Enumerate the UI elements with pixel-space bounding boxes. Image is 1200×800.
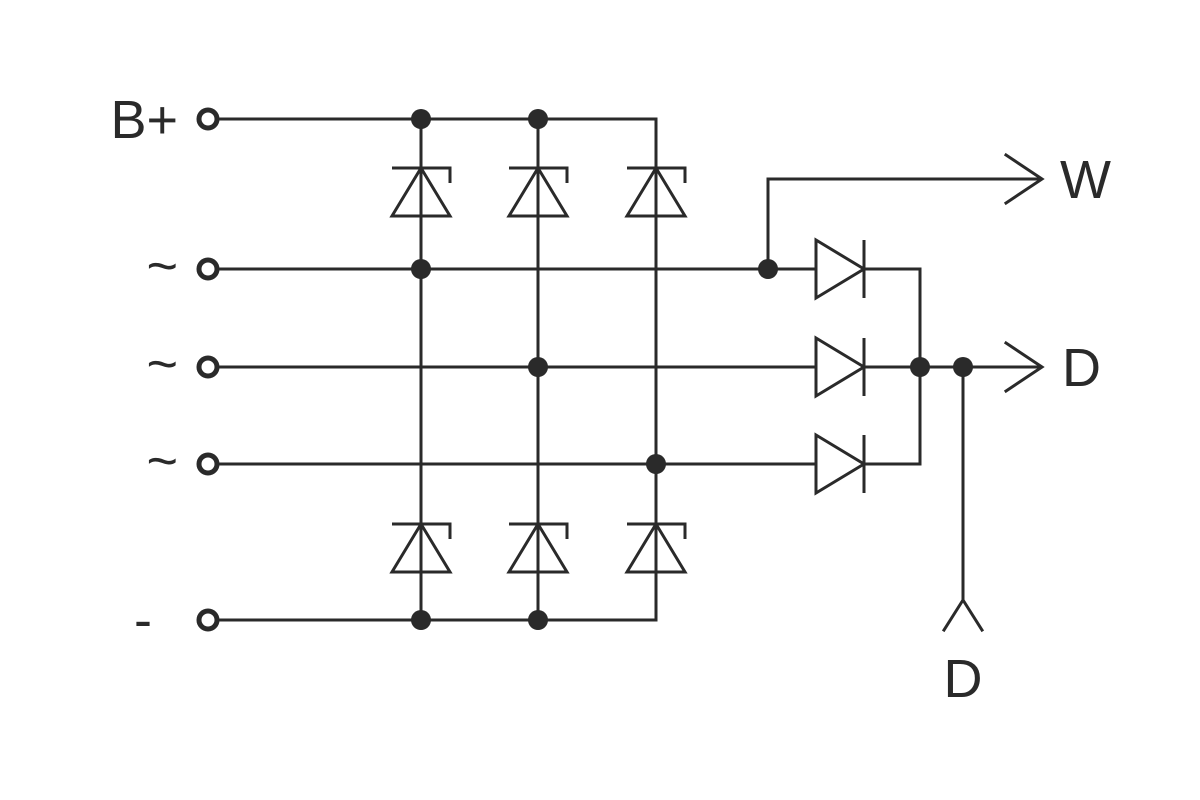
label-w: W — [1060, 150, 1111, 210]
lower-diodes — [389, 521, 688, 574]
terminal-bplus — [196, 107, 220, 131]
junction-dot — [528, 610, 548, 630]
upper-diodes — [389, 165, 688, 218]
label-phase-1: ~ — [146, 236, 178, 296]
label-bplus: B+ — [110, 90, 178, 150]
junction-dot — [411, 610, 431, 630]
w-tap-line — [766, 177, 1042, 271]
junction-dot — [910, 357, 930, 377]
labels: B+ ~ ~ ~ - W D D — [110, 90, 1111, 709]
label-phase-3: ~ — [146, 431, 178, 491]
label-d-bottom: D — [944, 649, 983, 709]
exciter-diode-2 — [814, 335, 867, 399]
terminals — [196, 107, 220, 632]
junction-dot — [528, 357, 548, 377]
terminal-phase-3 — [196, 452, 220, 476]
label-minus: - — [134, 590, 152, 650]
zener-diode-lower-1 — [389, 521, 453, 574]
terminal-minus — [196, 608, 220, 632]
arrows — [941, 152, 1045, 633]
zener-diode-lower-3 — [624, 521, 688, 574]
exciter-diode-1 — [814, 237, 867, 301]
junction-dot — [411, 109, 431, 129]
w-arrow-icon — [1003, 152, 1045, 206]
label-d-right: D — [1062, 338, 1101, 398]
zener-diode-upper-1 — [389, 165, 453, 218]
junction-dot — [758, 259, 778, 279]
junction-dot — [646, 454, 666, 474]
wires — [206, 117, 1042, 622]
label-phase-2: ~ — [146, 334, 178, 394]
exciter-diode-3 — [814, 432, 867, 496]
zener-diode-lower-2 — [506, 521, 570, 574]
zener-diode-upper-2 — [506, 165, 570, 218]
junction-nodes — [411, 109, 973, 630]
junction-dot — [953, 357, 973, 377]
terminal-phase-1 — [196, 257, 220, 281]
exciter-diodes — [814, 237, 867, 496]
junction-dot — [411, 259, 431, 279]
d-arrow-icon — [1003, 340, 1045, 394]
terminal-phase-2 — [196, 355, 220, 379]
d-fork-icon — [941, 597, 985, 633]
junction-dot — [528, 109, 548, 129]
zener-diode-upper-3 — [624, 165, 688, 218]
